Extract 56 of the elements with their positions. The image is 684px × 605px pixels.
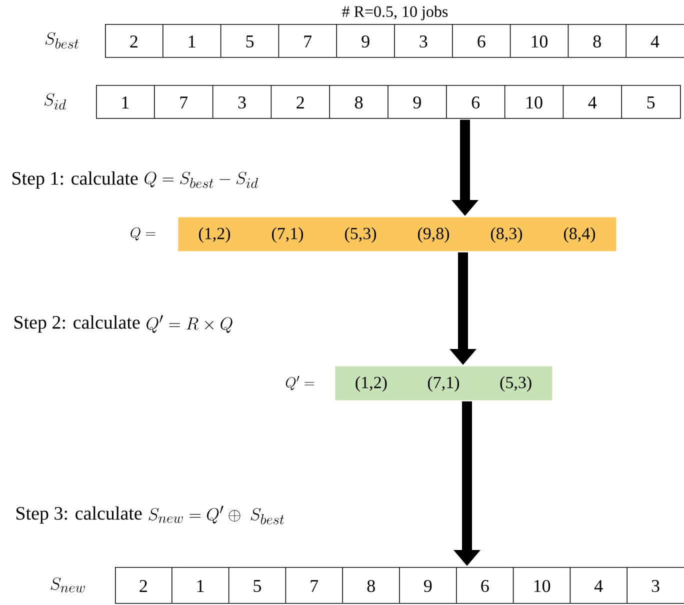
cell-value: 1 xyxy=(197,580,204,592)
cell-value: 5 xyxy=(254,580,261,592)
formula: $Q = S_{best} - S_{id}$ xyxy=(144,172,258,188)
formula: $S_{new} = Q' \oplus\ S_{best}$ xyxy=(148,506,284,524)
title: # R=0.5, 10 jobs xyxy=(342,6,448,20)
cell-value: 7 xyxy=(310,580,318,592)
cell-value: 6 xyxy=(481,580,489,592)
cell-value: (5,3) xyxy=(344,227,376,243)
cell-value: (1,2) xyxy=(198,227,230,243)
cell-value: (5,3) xyxy=(500,376,532,392)
cell-value: 8 xyxy=(367,580,375,592)
sequence-row xyxy=(96,84,681,119)
row-label: $Q'=$ xyxy=(286,376,314,390)
cell-value: 7 xyxy=(180,96,188,108)
cell-value: (1,2) xyxy=(356,376,387,392)
cell-value: 10 xyxy=(532,35,548,48)
step-label: Step 2: calculate xyxy=(14,315,140,333)
sequence-row xyxy=(115,566,684,604)
row-label: $S_{new}$ xyxy=(50,577,85,592)
cell-value: 5 xyxy=(246,36,254,48)
cell-value: (9,8) xyxy=(418,227,450,243)
formula: $Q' = R \times Q$ xyxy=(146,315,232,333)
cell-value: 3 xyxy=(420,35,428,48)
cell-value: 6 xyxy=(478,35,486,48)
cell-value: 2 xyxy=(130,36,138,48)
row-label: $S_{best}$ xyxy=(45,32,79,49)
cell-value: 8 xyxy=(355,96,363,109)
cell-value: 1 xyxy=(188,36,196,48)
pair-band xyxy=(178,217,616,252)
cell-value: (7,1) xyxy=(428,376,460,392)
cell-value: 9 xyxy=(413,96,421,109)
pair-band xyxy=(335,366,552,400)
cell-value: 10 xyxy=(526,96,542,109)
cell-value: 2 xyxy=(296,96,304,108)
row-label: $S_{id}$ xyxy=(44,93,66,110)
cell-value: 9 xyxy=(424,580,432,592)
cell-value: 5 xyxy=(647,96,655,108)
cell-value: 3 xyxy=(652,580,660,592)
cell-value: 4 xyxy=(594,580,603,592)
cell-value: 6 xyxy=(472,96,480,109)
step-label: Step 3: calculate xyxy=(16,506,142,524)
row-label: $Q =$ xyxy=(130,227,156,240)
cell-value: 3 xyxy=(238,96,246,109)
cell-value: (8,4) xyxy=(564,227,596,243)
cell-value: 4 xyxy=(588,96,597,108)
cell-value: 10 xyxy=(534,580,550,592)
sequence-row xyxy=(105,24,684,58)
cell-value: 8 xyxy=(593,35,601,48)
cell-value: (8,3) xyxy=(490,227,522,243)
cell-value: 4 xyxy=(650,36,660,48)
cell-value: 7 xyxy=(304,36,312,48)
step-label: Step 1: calculate xyxy=(12,171,138,189)
cell-value: 1 xyxy=(122,96,129,108)
cell-value: 2 xyxy=(140,580,147,592)
cell-value: 9 xyxy=(362,35,370,48)
cell-value: (7,1) xyxy=(272,227,304,243)
